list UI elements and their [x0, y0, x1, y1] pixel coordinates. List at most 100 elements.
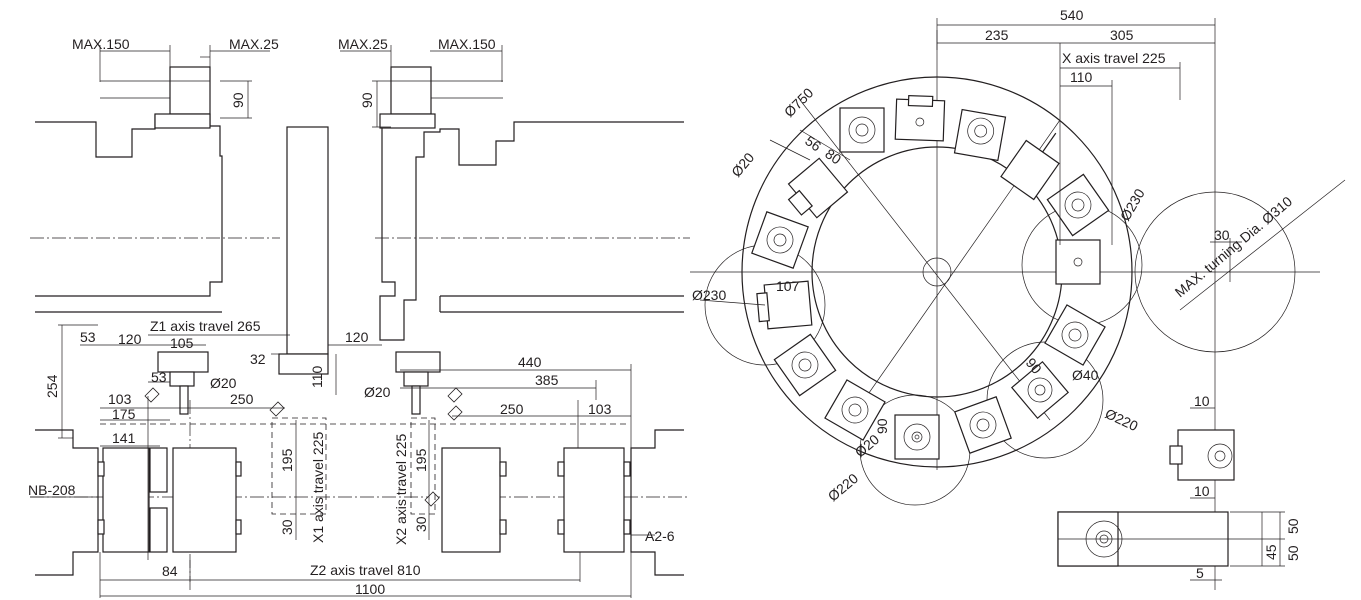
dim-103-left: 103 [108, 391, 132, 407]
left-dim-90: 90 [230, 92, 246, 108]
lower-right-jaw-tab4 [499, 519, 507, 535]
turret-diag-line1 [799, 99, 1051, 421]
dim-45: 45 [1263, 544, 1279, 560]
lower-left-chuck-jaw2 [149, 507, 168, 553]
lower-right-jaw-tab6 [557, 519, 565, 535]
tool-insert-2 [269, 401, 285, 417]
max-turning-leader [1179, 179, 1346, 311]
dim-10-bottom: 10 [1194, 483, 1210, 499]
dim-250-right: 250 [500, 401, 524, 417]
right-headstock [379, 116, 684, 341]
dim-250-left: 250 [230, 391, 254, 407]
dim-440: 440 [518, 354, 542, 370]
dim-10-top: 10 [1194, 393, 1210, 409]
center-column-foot [278, 353, 329, 375]
left-top-max150: MAX.150 [72, 36, 130, 52]
dim-30-left: 30 [279, 519, 295, 535]
left-top-max25: MAX.25 [229, 36, 279, 52]
lower-left-jaw-tab2 [97, 519, 105, 535]
lower-right-jaw-tab2 [623, 519, 631, 535]
lower-left-headstock [35, 429, 99, 576]
dim-235: 235 [985, 27, 1009, 43]
dim-56: 56 [802, 132, 824, 154]
dim-30-right-view: 30 [1214, 227, 1230, 243]
dim-120-left: 120 [118, 331, 142, 347]
lower-left-jaw-tab1 [97, 461, 105, 477]
right-turret-drill [411, 385, 421, 415]
left-dimension-lines [30, 45, 655, 598]
dim-110-right: 110 [1070, 69, 1093, 85]
dim-1100: 1100 [355, 581, 385, 597]
x2-travel-zone [410, 417, 436, 515]
right-upper-tool-base [379, 113, 436, 129]
dim-254: 254 [44, 374, 60, 398]
dim-50-top: 50 [1285, 518, 1301, 534]
dia-230-left: Ø230 [692, 287, 726, 303]
dim-5: 5 [1196, 565, 1204, 581]
left-turret-drill [179, 385, 189, 415]
lower-left-chuck-jaw1 [149, 447, 168, 493]
left-upper-tool-base [154, 113, 211, 129]
a2-6-label: A2-6 [645, 528, 675, 544]
lower-right-chuck-a [563, 447, 625, 553]
dim-141: 141 [112, 430, 136, 446]
dia-220-right: Ø220 [1103, 405, 1141, 434]
dia-220-bottom: Ø220 [825, 470, 862, 504]
turret-stations [751, 94, 1110, 460]
dim-dia20-left: Ø20 [210, 375, 237, 391]
dim-195-left: 195 [279, 448, 295, 472]
dim-105: 105 [170, 335, 194, 351]
nb-208-label: NB-208 [28, 482, 76, 498]
left-headstock [35, 114, 223, 297]
z1-travel-label: Z1 axis travel 265 [150, 318, 261, 334]
dim-32: 32 [250, 351, 266, 367]
lower-left-chuck-a [102, 447, 150, 553]
right-dim-90: 90 [359, 92, 375, 108]
lower-right-headstock [630, 429, 684, 576]
right-turret-tool [403, 371, 429, 387]
lower-left-jaw-tab3 [235, 461, 242, 477]
dim-120-mid: 120 [345, 329, 369, 345]
lower-left-jaw-tab4 [235, 519, 242, 535]
dim-110: 110 [309, 365, 325, 388]
dim-305: 305 [1110, 27, 1134, 43]
dim-dia20-right: Ø20 [364, 384, 391, 400]
dia-40: Ø40 [1072, 367, 1099, 383]
small-tool-side-view [1057, 429, 1235, 567]
right-turret-block [395, 351, 441, 373]
x-axis-travel-label: X axis travel 225 [1062, 50, 1166, 66]
dim-30-right: 30 [413, 516, 429, 532]
lower-right-chuck-b [441, 447, 501, 553]
tool-insert-3 [447, 387, 463, 403]
lower-right-jaw-tab3 [499, 461, 507, 477]
right-turret-view: 540 235 305 X axis travel 225 110 Ø750 Ø… [690, 7, 1346, 590]
right-top-max150: MAX.150 [438, 36, 496, 52]
lower-right-jaw-tab1 [623, 461, 631, 477]
max-turning-label: MAX. turning Dia. Ø310 [1172, 193, 1296, 300]
tool-insert-4 [447, 405, 463, 421]
dim-90-bottom: 90 [874, 418, 890, 434]
z2-travel-label: Z2 axis travel 810 [310, 562, 421, 578]
tool-insert-5 [424, 491, 440, 507]
right-dimension-lines [699, 18, 1285, 590]
dia-20-top: Ø20 [728, 149, 757, 180]
dim-195-right: 195 [413, 448, 429, 472]
dim-84: 84 [162, 563, 178, 579]
lower-left-chuck-b [172, 447, 237, 553]
tool-insert-1 [144, 387, 160, 403]
left-turret-tool [169, 371, 195, 387]
lower-right-jaw-tab5 [557, 461, 565, 477]
left-lathe-view: MAX.150 MAX.25 540 MAX.25 MAX.150 90 90 … [28, 36, 690, 598]
dim-50-bottom: 50 [1285, 545, 1301, 561]
dia-230-right: Ø230 [1117, 186, 1148, 224]
left-upper-tool-body [169, 66, 211, 115]
right-top-max25-label: MAX.25 [338, 36, 388, 52]
center-left-column [286, 126, 329, 355]
dim-385: 385 [535, 372, 559, 388]
x1-travel-zone [271, 417, 327, 515]
dim-175: 175 [112, 406, 136, 422]
dim-107: 107 [776, 278, 800, 294]
dim-103-right: 103 [588, 401, 612, 417]
dim-540: 540 [1060, 7, 1084, 23]
